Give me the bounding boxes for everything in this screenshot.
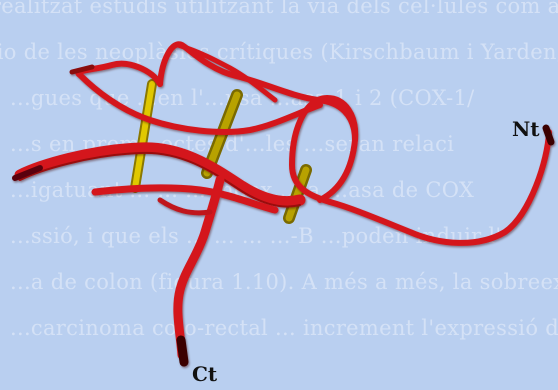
backbone-ribbon xyxy=(15,44,551,362)
lower-connector xyxy=(160,200,210,213)
n-terminus-label: Nt xyxy=(512,117,540,141)
n-terminal-end xyxy=(546,128,551,142)
disulfide-bond xyxy=(135,84,152,188)
c-terminal-end xyxy=(181,340,184,362)
lower-beta-strand xyxy=(20,148,300,202)
n-terminal-tail xyxy=(330,132,549,243)
c-terminus-label: Ct xyxy=(192,362,217,386)
c-terminal-strand xyxy=(178,180,220,355)
